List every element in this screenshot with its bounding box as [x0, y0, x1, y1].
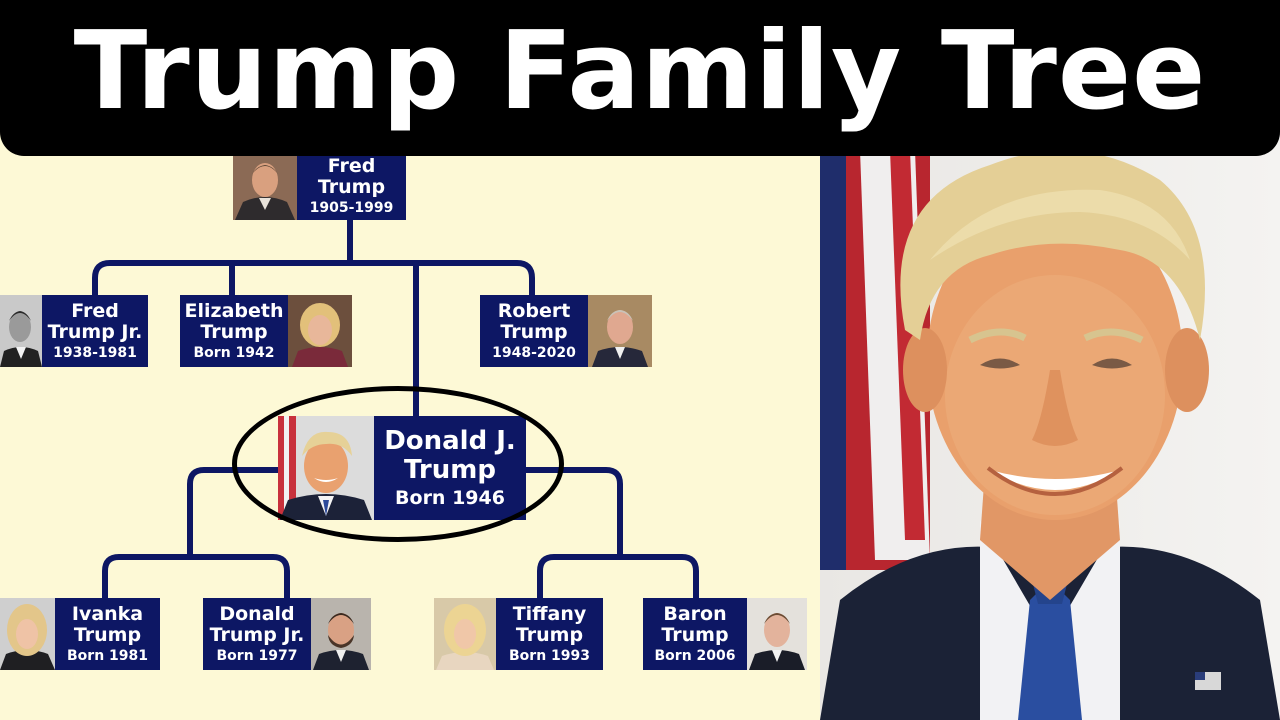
person-dates: Born 1981: [67, 647, 148, 664]
person-first-name: Fred: [71, 299, 119, 322]
person-card-fred-trump-jr: Fred Trump Jr. 1938-1981: [0, 295, 148, 367]
person-first-name: Baron: [663, 602, 727, 625]
elizabeth-trump-label: Elizabeth Trump Born 1942: [180, 295, 288, 367]
person-first-name: Fred: [327, 154, 376, 177]
elizabeth-trump-photo: [288, 295, 352, 367]
fred-trump-jr-label: Fred Trump Jr. 1938-1981: [42, 295, 148, 367]
person-dates: Born 2006: [654, 647, 736, 664]
person-last-name: Trump: [317, 175, 386, 198]
person-first-name: Tiffany: [512, 602, 587, 625]
person-last-name: Trump: [500, 320, 568, 343]
person-dates: 1948-2020: [492, 344, 576, 361]
donald-trump-jr-photo: [311, 598, 371, 670]
robert-trump-photo: [588, 295, 652, 367]
person-first-name: Robert: [497, 299, 571, 322]
page-title: Trump Family Tree: [73, 8, 1207, 134]
person-last-name: Trump: [73, 623, 142, 646]
person-card-baron-trump: Baron Trump Born 2006: [643, 598, 807, 670]
person-first-name: Donald: [219, 602, 295, 625]
person-dates: 1905-1999: [309, 199, 394, 216]
person-last-name: Trump: [200, 320, 268, 343]
person-first-name: Elizabeth: [184, 299, 284, 322]
ivanka-trump-photo: [0, 598, 55, 670]
donald-trump-jr-label: Donald Trump Jr. Born 1977: [203, 598, 311, 670]
connector-left-pair: [102, 554, 290, 598]
baron-trump-label: Baron Trump Born 2006: [643, 598, 747, 670]
person-last-name: Trump: [515, 623, 584, 646]
connector-children-left: [187, 467, 282, 557]
person-card-fred-trump: Fred Trump 1905-1999: [233, 152, 406, 220]
ivanka-trump-label: Ivanka Trump Born 1981: [55, 598, 160, 670]
fred-trump-jr-photo: [0, 295, 42, 367]
robert-trump-label: Robert Trump 1948-2020: [480, 295, 588, 367]
person-card-elizabeth-trump: Elizabeth Trump Born 1942: [180, 295, 352, 367]
person-first-name: Ivanka: [71, 602, 144, 625]
connector-children-right: [525, 467, 623, 557]
tiffany-trump-label: Tiffany Trump Born 1993: [496, 598, 603, 670]
tree-connectors: [92, 218, 699, 598]
person-card-robert-trump: Robert Trump 1948-2020: [480, 295, 652, 367]
person-dates: 1938-1981: [53, 344, 137, 361]
tiffany-trump-photo: [434, 598, 496, 670]
baron-trump-photo: [747, 598, 807, 670]
person-last-name: Trump Jr.: [209, 623, 305, 646]
person-dates: Born 1977: [216, 647, 298, 664]
person-card-ivanka-trump: Ivanka Trump Born 1981: [0, 598, 160, 670]
person-dates: Born 1942: [193, 344, 275, 361]
connector-right-pair: [537, 554, 699, 598]
fred-trump-label: Fred Trump 1905-1999: [297, 152, 406, 220]
person-card-donald-trump-jr: Donald Trump Jr. Born 1977: [203, 598, 371, 670]
person-dates: Born 1993: [509, 647, 590, 664]
person-card-tiffany-trump: Tiffany Trump Born 1993: [434, 598, 603, 670]
highlight-ellipse: [232, 386, 564, 542]
person-last-name: Trump: [661, 623, 729, 646]
title-bar: Trump Family Tree: [0, 0, 1280, 156]
person-last-name: Trump Jr.: [47, 320, 143, 343]
fred-trump-photo: [233, 152, 297, 220]
connector-sibling-bar: [92, 260, 535, 296]
